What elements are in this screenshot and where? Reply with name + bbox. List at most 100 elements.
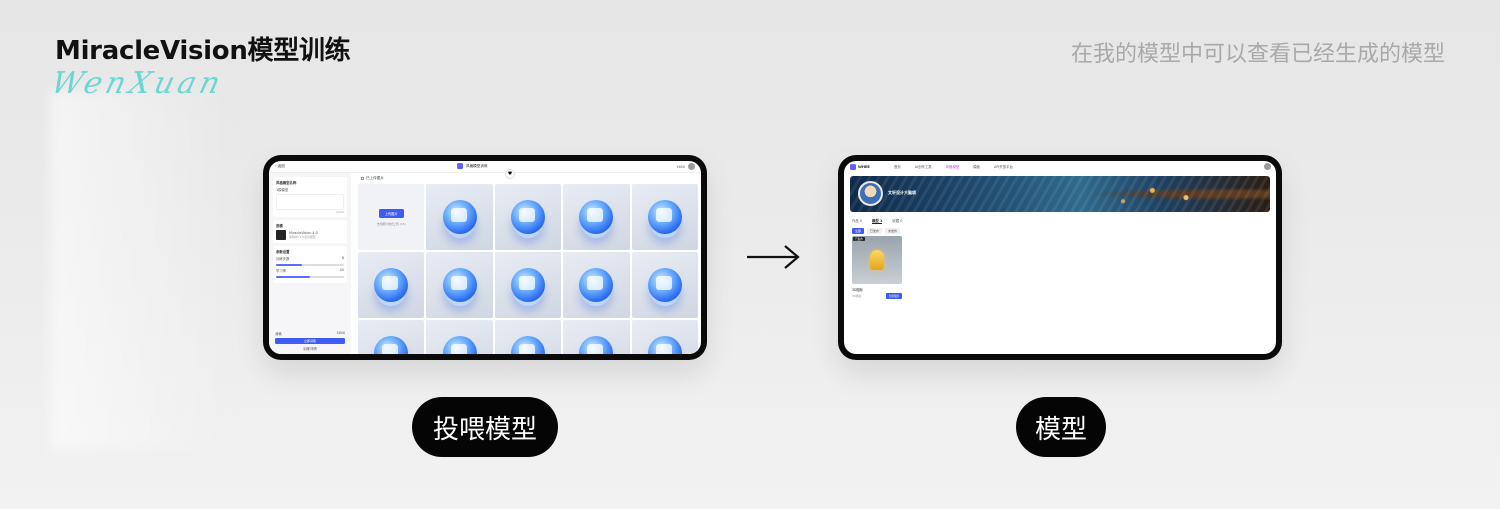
param-value[interactable]: 40 [339, 268, 344, 272]
training-detail-link[interactable]: 训练详情 [303, 347, 317, 351]
param-value[interactable]: 8 [341, 256, 344, 260]
base-model-name: MiracleVision 4.0 [289, 231, 318, 235]
models-topbar: WHEE 首页 AI创作工具 风格模型 模板 API开放平台 [844, 161, 1276, 173]
brand[interactable]: WHEE [850, 164, 870, 170]
cost-label: 消耗 [275, 332, 282, 336]
char-counter: 0/200 [335, 210, 344, 214]
nav-item[interactable]: 风格模型 [945, 165, 960, 169]
profile-avatar[interactable] [858, 181, 883, 206]
uploaded-image-thumb[interactable] [426, 252, 493, 318]
upload-hint: 支持图片格式上传 (15) [376, 221, 406, 226]
app-title-group: 风格模型训练 [457, 163, 488, 169]
profile-tabs: 作品 0 模型 1 收藏 0 [852, 218, 902, 224]
model-card-footer: 3D图标 立即使用 [852, 293, 902, 299]
uploaded-title-row: 已上传图片 [361, 176, 698, 181]
model-name-input[interactable] [276, 194, 344, 210]
training-screen: ‹ 返回 风格模型训练 1640 风格模型名称 1模模型 0/200 底模 [269, 161, 701, 354]
glass-3d-icon [647, 268, 682, 302]
arrow-right-icon [747, 245, 800, 269]
upload-button[interactable]: 上传图片 [378, 208, 404, 218]
nav-item[interactable]: AI创作工具 [914, 165, 932, 169]
model-name-title: 风格模型名称 [276, 181, 297, 185]
params-panel: 参数设置 训练步数 8 学习率 40 [273, 246, 347, 283]
checkbox-icon[interactable] [361, 177, 364, 180]
profile-tab[interactable]: 模型 1 [872, 219, 883, 224]
cost-row: 消耗 1640 [275, 331, 345, 336]
page-subtitle: 在我的模型中可以查看已经生成的模型 [1070, 42, 1445, 67]
app-logo-icon [457, 163, 463, 169]
uploaded-image-thumb[interactable] [631, 320, 698, 354]
uploaded-image-thumb[interactable] [563, 320, 630, 354]
heart-icon[interactable]: ♥ [505, 169, 515, 179]
avatar[interactable] [688, 163, 695, 170]
topbar-right: 1640 [676, 163, 695, 170]
filter-chip[interactable]: 未发布 [885, 228, 901, 234]
nav-item[interactable]: 模板 [973, 165, 981, 169]
model-name-panel: 风格模型名称 1模模型 0/200 [273, 177, 347, 217]
glass-3d-icon [510, 200, 545, 234]
uploaded-image-thumb[interactable] [631, 252, 698, 318]
top-nav: 首页 AI创作工具 风格模型 模板 API开放平台 [894, 164, 1013, 169]
uploaded-images-area: 已上传图片 上传图片支持图片格式上传 (15) [355, 173, 701, 354]
filter-chip[interactable]: 已发布 [867, 228, 883, 234]
device-frame-training: ‹ 返回 风格模型训练 1640 风格模型名称 1模模型 0/200 底模 [263, 155, 707, 360]
app-title: 风格模型训练 [466, 163, 488, 168]
upload-cell[interactable]: 上传图片支持图片格式上传 (15) [358, 184, 425, 250]
credits-count: 1640 [676, 164, 685, 169]
params-title: 参数设置 [276, 250, 290, 254]
background-light-shade [50, 90, 280, 450]
base-model-panel: 底模 MiracleVision 4.0 通用MV 4.0系列模型 [273, 220, 347, 243]
use-model-button[interactable]: 立即使用 [885, 293, 902, 299]
param-row-2: 学习率 40 [276, 268, 344, 273]
profile-tab[interactable]: 收藏 0 [892, 219, 903, 223]
filter-chips: 全部已发布未发布 [852, 228, 901, 234]
base-model-desc: 通用MV 4.0系列模型 [289, 235, 316, 239]
glass-3d-icon [579, 336, 614, 354]
uploaded-image-thumb[interactable] [494, 252, 562, 318]
back-link[interactable]: ‹ 返回 [275, 164, 285, 168]
uploaded-image-thumb[interactable] [426, 320, 493, 354]
param-slider-1[interactable] [276, 264, 344, 266]
brand-name: WHEE [858, 165, 870, 169]
glass-3d-icon [442, 200, 477, 234]
glass-3d-icon [579, 268, 614, 302]
param-label: 学习率 [276, 269, 287, 273]
uploaded-image-thumb[interactable] [563, 252, 630, 318]
model-card-name: 3D图标 [852, 288, 863, 292]
trophy-icon [870, 250, 884, 270]
cost-value: 1640 [336, 331, 345, 335]
profile-tab[interactable]: 作品 0 [852, 219, 863, 223]
uploaded-image-thumb[interactable] [358, 252, 425, 318]
training-topbar: ‹ 返回 风格模型训练 1640 [269, 161, 701, 173]
avatar[interactable] [1264, 163, 1271, 170]
uploaded-title: 已上传图片 [366, 176, 384, 180]
uploaded-image-thumb[interactable] [494, 320, 562, 354]
uploaded-image-thumb[interactable] [494, 184, 562, 250]
glass-3d-icon [442, 268, 477, 302]
nav-item[interactable]: API开放平台 [994, 165, 1013, 169]
glass-3d-icon [647, 336, 682, 354]
uploaded-image-thumb[interactable] [358, 320, 425, 354]
image-grid: 上传图片支持图片格式上传 (15) [358, 184, 698, 354]
model-card-meta: 3D图标 [852, 294, 862, 298]
start-training-button[interactable]: 立即训练 [275, 338, 345, 344]
status-badge: 已发布 [853, 237, 865, 241]
base-model-selector[interactable]: MiracleVision 4.0 通用MV 4.0系列模型 [276, 230, 344, 240]
signature-logo: WenXuan [47, 66, 228, 101]
uploaded-image-thumb[interactable] [563, 184, 630, 250]
uploaded-image-thumb[interactable] [426, 184, 493, 250]
model-card[interactable]: 已发布 3D图标 3D图标 立即使用 [852, 236, 902, 299]
glass-3d-icon [579, 200, 614, 234]
uploaded-image-thumb[interactable] [631, 184, 698, 250]
glass-3d-icon [374, 268, 409, 302]
glass-3d-icon [374, 336, 409, 354]
page-title: MiracleVision模型训练 [55, 36, 351, 66]
filter-chip[interactable]: 全部 [852, 228, 865, 234]
nav-item[interactable]: 首页 [894, 165, 901, 169]
model-card-image[interactable]: 已发布 [852, 236, 902, 284]
param-slider-2[interactable] [276, 276, 344, 278]
param-row-1: 训练步数 8 [276, 256, 344, 261]
base-model-thumb [276, 230, 286, 240]
